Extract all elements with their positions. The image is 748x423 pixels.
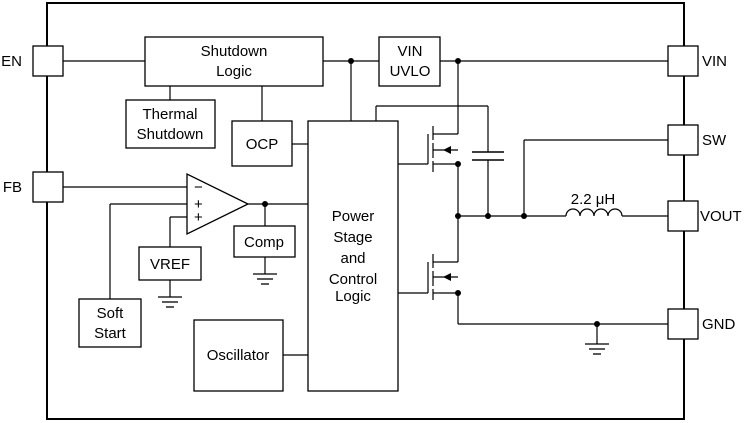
power-stage-line-3: and [340,250,365,267]
power-stage-line-2: Stage [333,229,372,246]
pin-vout: VOUT [667,200,742,232]
soft-start-block: Soft Start [78,298,142,348]
ground-symbol-gnd [585,343,609,355]
ground-symbol-comp [253,273,277,285]
vref-block: VREF [138,246,202,281]
thermal-shutdown-block: Thermal Shutdown [125,99,216,149]
vin-uvlo-line-2: UVLO [390,63,431,80]
thermal-shutdown-line-1: Thermal [142,106,197,123]
amp-plus-sign-2: + [194,209,203,226]
error-amplifier: − + + [186,172,250,236]
pin-en: EN [1,45,64,77]
pin-fb: FB [3,171,64,203]
pin-vin: VIN [667,45,727,77]
thermal-shutdown-line-2: Shutdown [137,126,204,143]
comp-block: Comp [233,225,296,258]
ocp-block: OCP [231,120,293,167]
pin-fb-label: FB [3,179,22,196]
pin-gnd-label: GND [702,316,736,333]
high-side-mosfet [427,126,458,172]
bootstrap-capacitor [472,151,504,161]
vin-uvlo-line-1: VIN [397,43,422,60]
vref-label: VREF [150,256,190,273]
soft-start-line-2: Start [94,325,127,342]
pin-vin-label: VIN [702,53,727,70]
power-stage-line-5: Logic [335,288,371,305]
wires [63,60,668,356]
amp-plus-sign-1: + [194,196,203,213]
inductor [565,208,623,217]
pin-en-label: EN [1,53,22,70]
amp-minus-sign: − [194,179,203,196]
power-stage-line-4: Control [329,271,377,288]
oscillator-block: Oscillator [193,319,284,392]
power-stage-line-1: Power [332,208,375,225]
low-side-mosfet [427,254,458,300]
power-stage-block: Power Stage and Control Logic [307,120,399,392]
pin-vout-label: VOUT [700,208,742,225]
vin-uvlo-block: VIN UVLO [378,36,441,87]
oscillator-label: Oscillator [207,347,270,364]
inductor-label: 2.2 μH [571,191,616,208]
soft-start-line-1: Soft [97,305,125,322]
ground-symbol-vref [158,296,182,308]
pin-sw-label: SW [702,132,727,149]
comp-label: Comp [244,234,284,251]
shutdown-logic-block: Shutdown Logic [144,36,324,87]
pin-gnd: GND [667,308,736,340]
junction-dots [262,58,600,327]
pin-sw: SW [667,124,727,156]
shutdown-logic-line-1: Shutdown [201,43,268,60]
ocp-label: OCP [246,136,279,153]
shutdown-logic-line-2: Logic [216,63,252,80]
